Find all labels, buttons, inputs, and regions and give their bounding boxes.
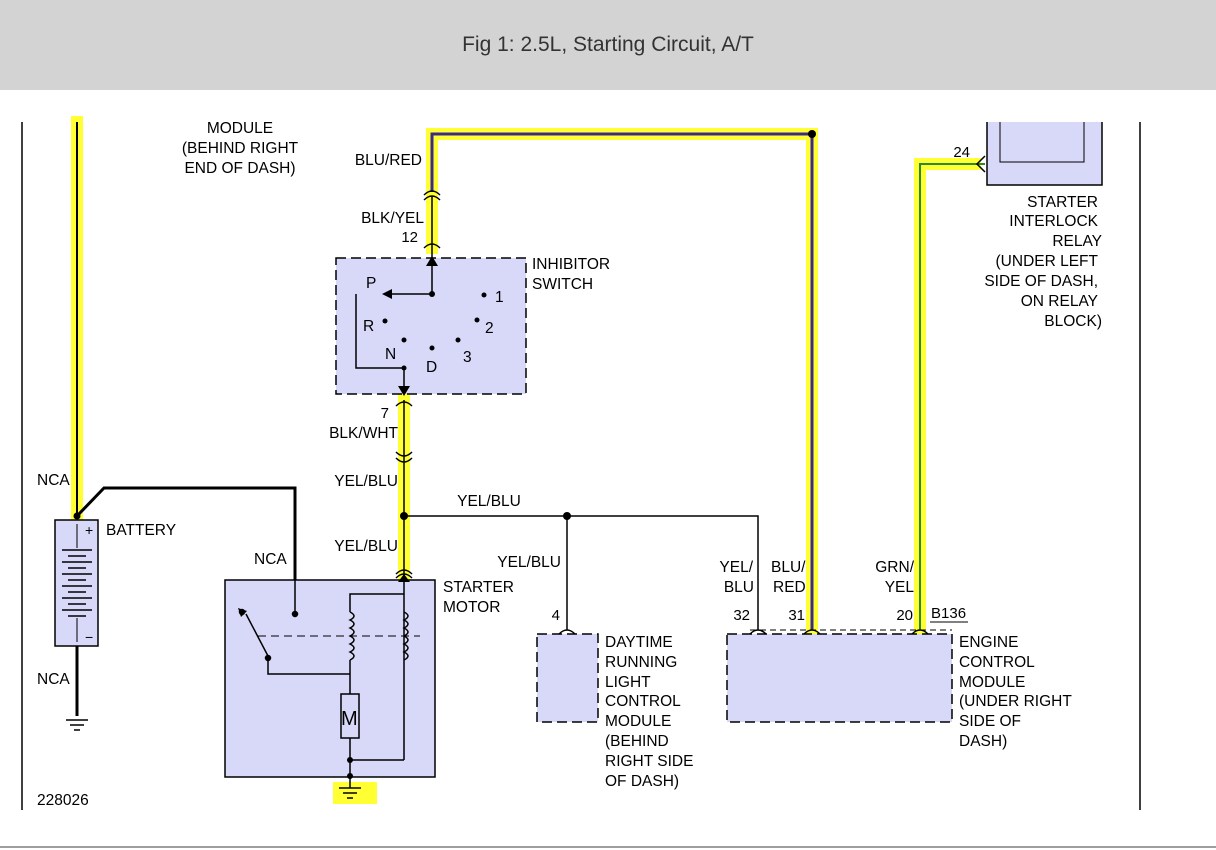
ecm-wire-yel-bottom: BLU [724,579,754,596]
ecm-label-6: DASH) [959,733,1007,750]
nca-starter: NCA [254,551,287,568]
pos-r: R [363,318,374,335]
starter-input-arrow [398,574,410,582]
junction-dots [73,130,816,520]
module-label-2: (BEHIND RIGHT [182,140,299,157]
figure-title: Fig 1: 2.5L, Starting Circuit, A/T [462,33,754,56]
starter-contact-arrow [238,608,247,617]
connector-symbols [395,155,986,635]
pos-d: D [426,359,437,376]
inhibitor-position-dots [382,291,487,371]
relay-label-7: BLOCK) [1044,313,1102,330]
pos-p: P [366,275,376,292]
module-label-1: MODULE [207,120,273,137]
drl-label-7: RIGHT SIDE [605,753,693,770]
starter-label-1: STARTER [443,579,514,596]
starter-ground-dot [347,757,353,763]
pin-ecm-32: 32 [733,607,750,624]
wire-label-yel-blu-drl: YEL/BLU [497,554,561,571]
drl-label-4: CONTROL [605,693,681,710]
figure-id: 228026 [37,792,89,809]
drl-label-5: MODULE [605,713,671,730]
inhibitor-top-arrow [426,256,438,266]
ecm-label-4: (UNDER RIGHT [959,693,1072,710]
battery-plus: + [85,522,93,538]
drl-label-2: RUNNING [605,654,677,671]
starter-label-2: MOTOR [443,599,500,616]
inhibitor-bottom-arrow [398,386,410,396]
ecm-label-1: ENGINE [959,634,1018,651]
wire-label-yel-blu-h: YEL/BLU [457,493,521,510]
inhibitor-switch-box [335,257,527,395]
drl-label-3: LIGHT [605,674,651,691]
wire-blu-red [430,132,814,630]
relay-label-3: RELAY [1052,233,1102,250]
ecm-label-3: MODULE [959,674,1025,691]
pin-inhibitor-7: 7 [381,405,389,422]
pin-ecm-31: 31 [788,607,805,624]
figure-header: Fig 1: 2.5L, Starting Circuit, A/T [0,0,1216,90]
starter-motor-box [224,579,436,778]
ecm-wire-blu-top: BLU/ [771,559,806,576]
starter-ground-icon [339,778,361,799]
relay-label-6: ON RELAY [1021,293,1098,310]
motor-symbol: M [341,708,358,730]
inhibitor-selector-arrow [382,289,392,299]
wire-label-blk-wht: BLK/WHT [329,425,398,442]
battery-ground-icon [66,719,88,731]
battery-symbol [54,519,99,647]
inhibitor-label-2: SWITCH [532,276,593,293]
ecm-label-2: CONTROL [959,654,1035,671]
relay-label-2: INTERLOCK [1009,213,1098,230]
ecm-wire-blu-bottom: RED [773,579,806,596]
relay-label-1: STARTER [1027,194,1098,211]
wire-yel-blu-ecm [404,515,759,630]
inhibitor-label-1: INHIBITOR [532,256,610,273]
battery-minus: − [85,629,93,645]
nca-top: NCA [37,472,70,489]
wire-label-blk-yel: BLK/YEL [361,210,424,227]
pin-drl-4: 4 [552,607,560,624]
ecm-box [726,633,953,723]
wire-grn-yel [919,163,985,630]
pin-ecm-20: 20 [896,607,913,624]
pos-n: N [385,346,396,363]
wire-label-blu-red: BLU/RED [355,152,422,169]
drl-label-1: DAYTIME [605,634,673,651]
relay-label-5: SIDE OF DASH, [984,273,1098,290]
pos-2: 2 [485,320,494,337]
pin-inhibitor-12: 12 [401,229,418,246]
relay-box [986,122,1103,186]
ecm-wire-grn-bottom: YEL [885,579,915,596]
pos-1: 1 [495,289,504,306]
drl-module-box [536,633,599,723]
pos-3: 3 [463,349,472,366]
relay-label-4: (UNDER LEFT [996,253,1099,270]
module-label-3: END OF DASH) [184,160,295,177]
ecm-label-5: SIDE OF [959,713,1021,730]
drl-label-6: (BEHIND [605,733,669,750]
ecm-wire-yel-top: YEL/ [719,559,753,576]
ecm-wire-grn-top: GRN/ [875,559,914,576]
relay-inner-box [999,122,1085,163]
bottom-rule [0,846,1216,848]
drl-label-8: OF DASH) [605,773,679,790]
battery-label: BATTERY [106,522,176,539]
ecm-connector-b136: B136 [931,605,966,622]
nca-bottom: NCA [37,671,70,688]
battery-to-starter-cable [75,486,297,614]
pin-relay-24: 24 [953,144,970,161]
starter-bottom-dot [347,773,353,779]
wire-label-yel-blu-1: YEL/BLU [334,473,398,490]
wire-label-yel-blu-2: YEL/BLU [334,538,398,555]
